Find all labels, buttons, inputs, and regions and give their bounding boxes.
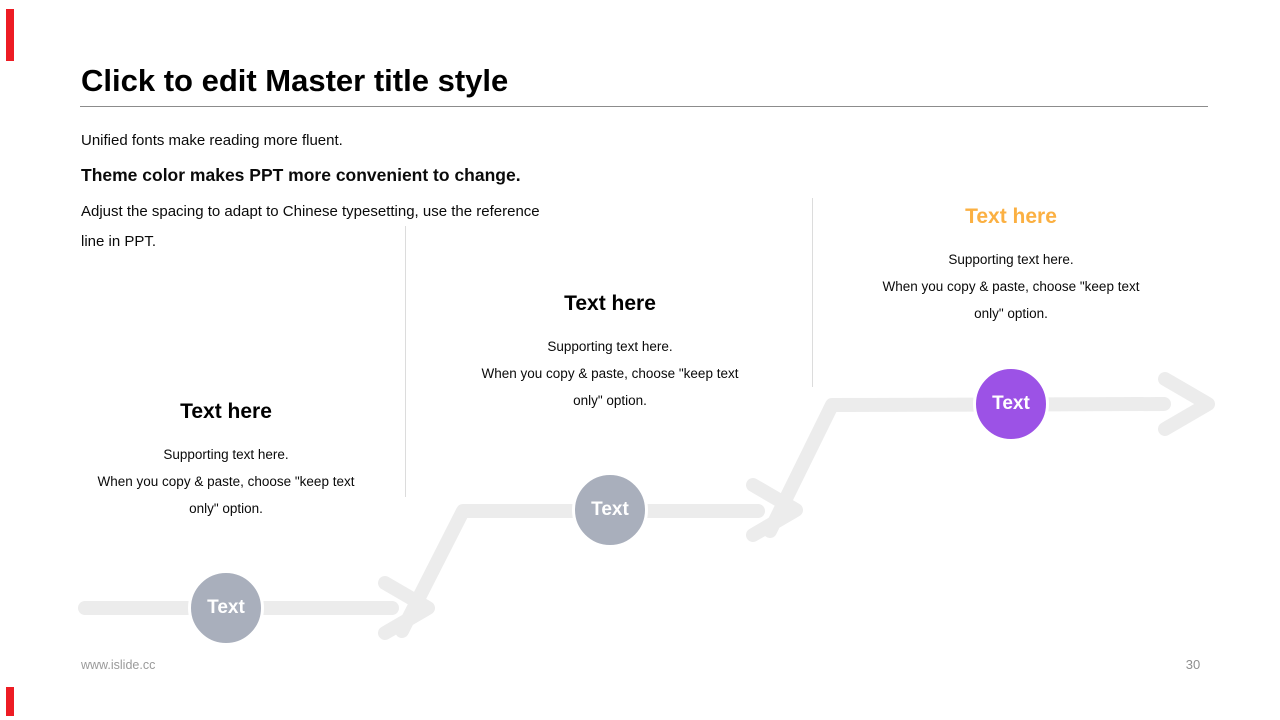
timeline-node-3-label: Text	[992, 393, 1030, 414]
timeline-node-1-label: Text	[207, 597, 245, 618]
footer-website: www.islide.cc	[81, 658, 156, 672]
red-edge-marker-top	[6, 9, 14, 61]
support-line: Supporting text here.	[547, 339, 673, 354]
title-underline	[80, 106, 1208, 107]
support-line: only" option.	[573, 393, 647, 408]
column-1-heading: Text here	[180, 400, 272, 423]
arrow-head-3-icon	[1158, 372, 1215, 436]
support-line: When you copy & paste, choose "keep text	[97, 474, 355, 489]
column-divider-1	[405, 226, 406, 497]
column-3: Text here Supporting text here. When you…	[841, 205, 1181, 327]
column-3-heading: Text here	[965, 205, 1057, 228]
support-line: Supporting text here.	[163, 447, 289, 462]
body-paragraph-line1: Adjust the spacing to adapt to Chinese t…	[81, 203, 540, 220]
arrow-shaft-3	[763, 397, 1171, 538]
arrow-shaft-2	[395, 504, 765, 638]
body-paragraph: Adjust the spacing to adapt to Chinese t…	[81, 197, 540, 257]
support-line: When you copy & paste, choose "keep text	[882, 279, 1140, 294]
column-2-heading: Text here	[564, 292, 656, 315]
timeline-node-3: Text	[973, 366, 1049, 442]
body-paragraph-line2: line in PPT.	[81, 233, 157, 250]
column-1-support-text: Supporting text here. When you copy & pa…	[56, 441, 396, 522]
body-line-bold: Theme color makes PPT more convenient to…	[81, 165, 521, 185]
body-line-regular: Unified fonts make reading more fluent.	[81, 132, 343, 149]
support-line: only" option.	[189, 501, 263, 516]
column-3-support-text: Supporting text here. When you copy & pa…	[841, 246, 1181, 327]
timeline-node-2: Text	[572, 472, 648, 548]
column-2: Text here Supporting text here. When you…	[440, 292, 780, 414]
page-number: 30	[1185, 657, 1201, 672]
column-divider-2	[812, 198, 813, 387]
slide-title: Click to edit Master title style	[81, 63, 509, 98]
column-2-support-text: Supporting text here. When you copy & pa…	[440, 333, 780, 414]
support-line: only" option.	[974, 306, 1048, 321]
support-line: When you copy & paste, choose "keep text	[481, 366, 739, 381]
timeline-node-2-label: Text	[591, 499, 629, 520]
column-1: Text here Supporting text here. When you…	[56, 400, 396, 522]
red-edge-marker-bottom	[6, 687, 14, 716]
timeline-node-1: Text	[188, 570, 264, 646]
support-line: Supporting text here.	[948, 252, 1074, 267]
